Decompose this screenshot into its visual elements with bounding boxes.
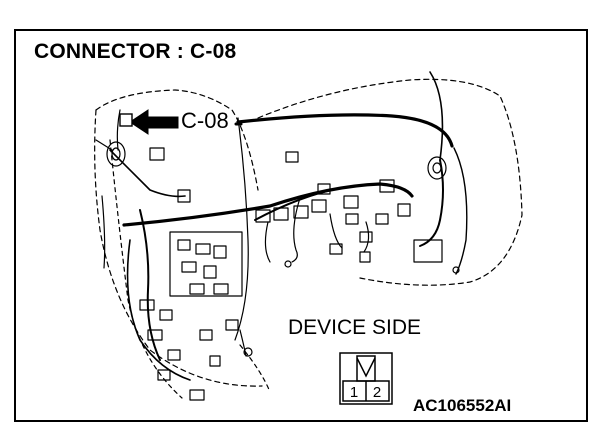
connector-title: CONNECTOR : C-08 xyxy=(34,40,237,63)
pin-number-1: 1 xyxy=(349,384,359,401)
pin-number-2: 2 xyxy=(372,384,382,401)
connector-face-icon xyxy=(339,352,393,405)
diagram-frame xyxy=(14,29,588,422)
connector-callout-label: C-08 xyxy=(181,108,229,133)
arrow-left-icon xyxy=(129,109,179,135)
device-side-label: DEVICE SIDE xyxy=(288,316,422,339)
figure-code: AC106552AI xyxy=(413,396,512,415)
